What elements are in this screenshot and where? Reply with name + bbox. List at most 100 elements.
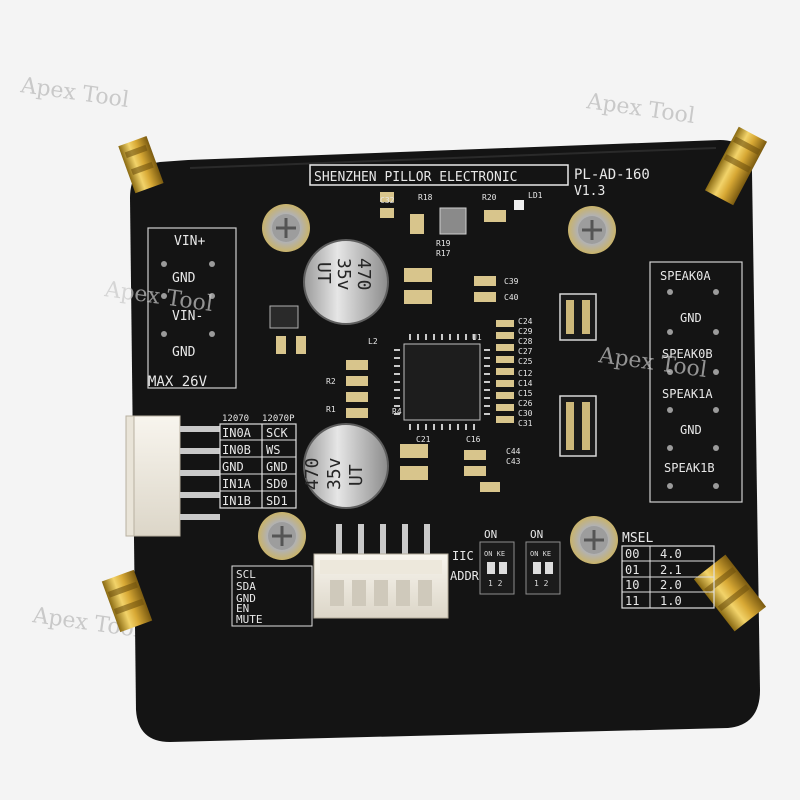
dip-switch-text: ON KE xyxy=(530,550,551,558)
refdes-label: C16 xyxy=(466,435,481,444)
input-cell: SD1 xyxy=(266,494,288,508)
input-header-12070p: 12070P xyxy=(262,414,295,424)
speaker-label-1a: SPEAK1A xyxy=(662,387,713,401)
iic-label: IIC xyxy=(452,549,474,563)
brass-standoff-top-right xyxy=(704,126,768,206)
input-cell: WS xyxy=(266,443,280,457)
refdes-label: U1 xyxy=(472,333,482,342)
dip-switch-msel[interactable]: ON ON KE 1 2 xyxy=(525,528,561,595)
input-cell: GND xyxy=(266,460,288,474)
msel-cell: 4.0 xyxy=(660,547,682,561)
refdes-label: C12 xyxy=(518,369,533,378)
electrolytic-capacitor-top: 470 35v UT xyxy=(303,239,389,325)
model-label: PL-AD-160 xyxy=(574,167,650,183)
speaker-label-0a: SPEAK0A xyxy=(660,269,711,283)
power-label-vin-minus: VIN- xyxy=(172,309,203,324)
refdes-label: C40 xyxy=(504,293,519,302)
refdes-label: R1 xyxy=(326,405,336,414)
refdes-label: C24 xyxy=(518,317,533,326)
msel-table: MSEL 00 4.0 01 2.1 10 2.0 11 1.0 xyxy=(621,531,715,609)
power-label-vin-plus: VIN+ xyxy=(174,234,205,249)
input-header-12070: 12070 xyxy=(222,414,249,424)
refdes-label: C21 xyxy=(416,435,431,444)
msel-cell: 1.0 xyxy=(660,594,682,608)
regulator-chip xyxy=(269,305,299,329)
refdes-label: C27 xyxy=(518,347,533,356)
designators: C32 R18 R20 LD1 R19 R17 C39 C40 U1 C24 C… xyxy=(326,191,543,466)
status-led xyxy=(514,200,524,210)
input-connector xyxy=(125,415,220,537)
brass-standoff-bottom-left xyxy=(101,569,153,633)
refdes-label: C26 xyxy=(518,399,533,408)
mounting-screw xyxy=(568,206,616,254)
input-cell: IN0B xyxy=(222,443,251,457)
input-pin-table: 12070 12070P IN0A SCK IN0B WS GND GND IN… xyxy=(219,414,297,509)
watermark-top-right: Apex Tool xyxy=(584,89,696,129)
msel-cell: 2.0 xyxy=(660,578,682,592)
dip-on-label: ON xyxy=(530,528,543,541)
version-label: V1.3 xyxy=(574,184,605,199)
msel-cell: 11 xyxy=(625,594,639,608)
power-label-gnd: GND xyxy=(172,271,196,286)
control-label-scl: SCL xyxy=(236,568,256,581)
dip-pin-numbers: 1 2 xyxy=(534,579,549,588)
control-label-en: EN xyxy=(236,602,249,615)
refdes-label: C28 xyxy=(518,337,533,346)
control-connector xyxy=(313,524,449,619)
refdes-label: C31 xyxy=(518,419,533,428)
control-label-gnd: GND xyxy=(236,592,256,605)
manufacturer-label: SHENZHEN PILLOR ELECTRONIC xyxy=(314,170,518,185)
refdes-label: C15 xyxy=(518,389,533,398)
capacitor-value: 470 xyxy=(353,258,374,291)
amplifier-ic xyxy=(394,334,490,430)
refdes-label: R4 xyxy=(392,407,402,416)
watermark-top-left: Apex Tool xyxy=(18,73,130,113)
msel-cell: 10 xyxy=(625,578,639,592)
msel-cell: 01 xyxy=(625,563,639,577)
input-cell: SD0 xyxy=(266,477,288,491)
dip-pin-numbers: 1 2 xyxy=(488,579,503,588)
mounting-screw xyxy=(570,516,618,564)
brass-standoff-top-left xyxy=(118,136,164,194)
refdes-label: R2 xyxy=(326,377,336,386)
speaker-label-gnd: GND xyxy=(680,311,702,325)
capacitor-brand: UT xyxy=(313,262,334,284)
speaker-output-header: SPEAK0A GND SPEAK0B SPEAK1A GND SPEAK1B xyxy=(649,261,743,503)
refdes-label: R17 xyxy=(436,249,451,258)
addr-label: ADDR xyxy=(450,569,480,583)
refdes-label: C30 xyxy=(518,409,533,418)
output-inductors xyxy=(559,293,597,457)
brass-standoff-bottom-right xyxy=(693,554,767,632)
input-cell: IN1A xyxy=(222,477,252,491)
power-header: VIN+ GND VIN- GND MAX 26V xyxy=(147,227,237,390)
refdes-label: C25 xyxy=(518,357,533,366)
refdes-label: R19 xyxy=(436,239,451,248)
refdes-label: C44 xyxy=(506,447,521,456)
smd-components xyxy=(276,192,514,492)
dip-switch-addr[interactable]: ON ON KE 1 2 xyxy=(479,528,515,595)
capacitor-voltage: 35v xyxy=(324,457,345,490)
mounting-screw xyxy=(262,204,310,252)
input-cell: SCK xyxy=(266,426,288,440)
capacitor-voltage: 35v xyxy=(333,258,354,291)
dip-on-label: ON xyxy=(484,528,497,541)
msel-cell: 00 xyxy=(625,547,639,561)
input-cell: IN1B xyxy=(222,494,251,508)
refdes-label: LD1 xyxy=(528,191,543,200)
speaker-label-1b: SPEAK1B xyxy=(664,461,715,475)
refdes-label: C29 xyxy=(518,327,533,336)
inductor xyxy=(439,207,467,235)
refdes-label: C32 xyxy=(380,196,395,205)
refdes-label: C43 xyxy=(506,457,521,466)
refdes-label: R20 xyxy=(482,193,497,202)
pcb-board xyxy=(130,140,760,742)
input-cell: GND xyxy=(222,460,244,474)
electrolytic-capacitor-bottom: 470 35v UT xyxy=(302,423,389,509)
refdes-label: C39 xyxy=(504,277,519,286)
mounting-screw xyxy=(258,512,306,560)
control-label-sda: SDA xyxy=(236,580,256,593)
capacitor-brand: UT xyxy=(346,464,367,486)
capacitor-value: 470 xyxy=(302,457,323,490)
control-label-mute: MUTE xyxy=(236,613,263,626)
dip-switch-text: ON KE xyxy=(484,550,505,558)
